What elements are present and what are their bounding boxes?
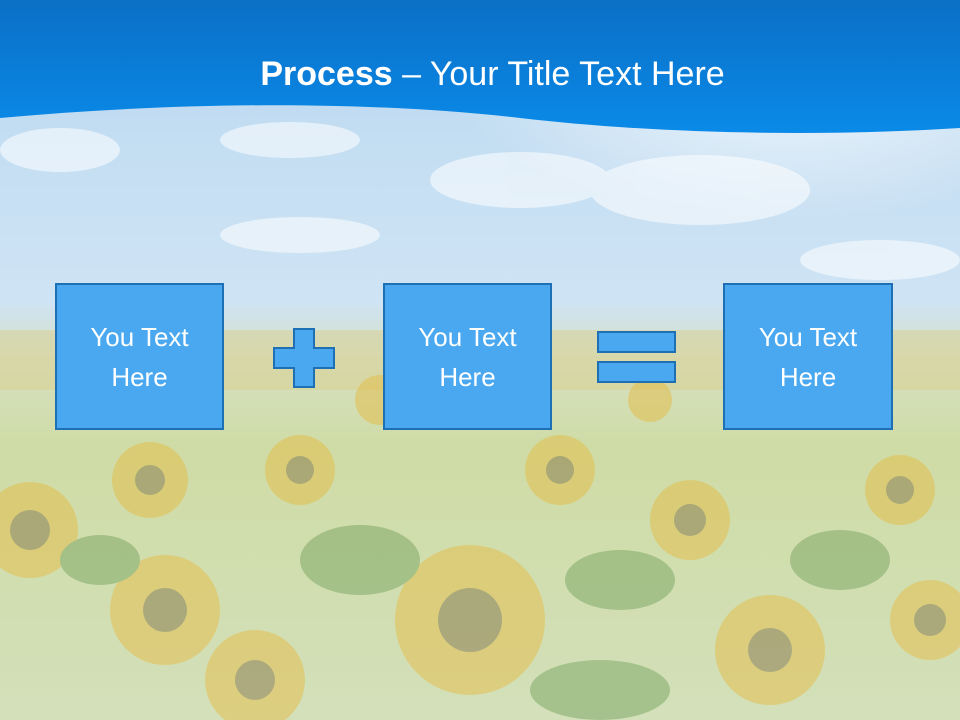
process-box-3[interactable]: You Text Here bbox=[723, 283, 893, 430]
equals-icon bbox=[597, 331, 676, 383]
slide-title: Process – Your Title Text Here bbox=[0, 52, 960, 96]
plus-icon bbox=[273, 328, 335, 388]
title-rest: – Your Title Text Here bbox=[392, 55, 725, 93]
title-bold: Process bbox=[260, 55, 393, 93]
process-box-3-label: You Text Here bbox=[758, 321, 858, 392]
process-box-1[interactable]: You Text Here bbox=[55, 283, 224, 430]
process-box-2[interactable]: You Text Here bbox=[383, 283, 552, 430]
process-box-2-label: You Text Here bbox=[418, 321, 517, 392]
process-box-1-label: You Text Here bbox=[90, 321, 189, 392]
